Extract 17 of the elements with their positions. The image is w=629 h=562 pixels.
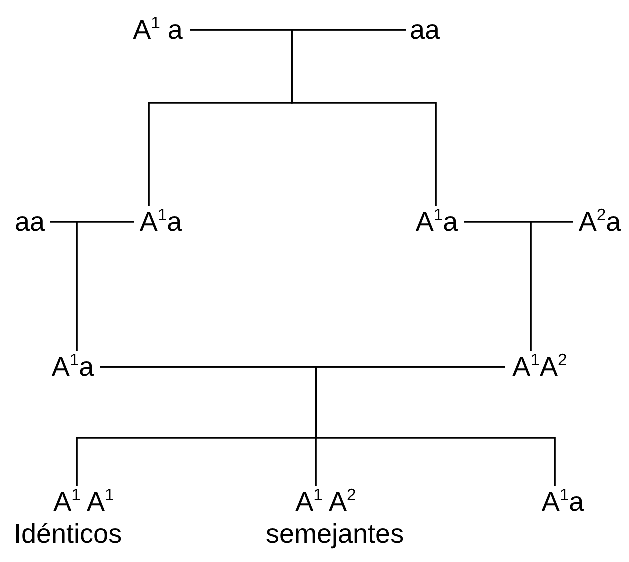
pedigree-line	[315, 366, 556, 486]
genotype-label: A$^{1}$ A$^{1}$	[46, 486, 122, 518]
genotype-label: A$^{1}$a	[410, 206, 464, 238]
genotype-caption: Idénticos	[14, 519, 122, 549]
genotype-label: A$^{1}$A$^{2}$	[505, 351, 575, 383]
pedigree-line	[291, 29, 437, 206]
genotype-label: A$^{1}$a	[536, 486, 590, 518]
genotype-label: aa	[10, 206, 50, 238]
genotype-caption: semejantes	[266, 519, 404, 549]
genotype-label: A$^{1}$a	[134, 206, 188, 238]
genotype-label: A$^{1}$ a	[126, 14, 190, 46]
genotype-label: A$^{1}$ A$^{2}$	[286, 486, 366, 518]
genotype-label: aa	[406, 14, 444, 46]
pedigree-line	[76, 221, 134, 351]
pedigree-line	[530, 221, 573, 351]
genotype-label: A$^{1}$a	[46, 351, 100, 383]
genotype-label: A$^{2}$a	[573, 206, 627, 238]
